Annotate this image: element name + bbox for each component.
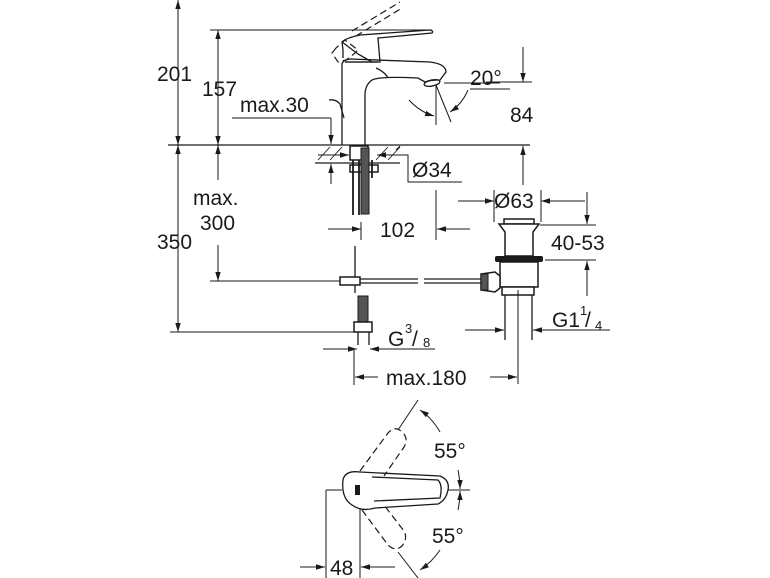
supply-connector xyxy=(353,295,373,345)
faucet-lever xyxy=(341,29,434,63)
label-55-degrees-top: 55° xyxy=(434,440,466,463)
label-g38-numerator: 3 xyxy=(405,321,412,336)
aerator xyxy=(423,78,441,88)
faucet-spout-inner xyxy=(375,67,389,79)
label-diameter-34: Ø34 xyxy=(412,159,452,182)
label-diameter-63: Ø63 xyxy=(494,190,534,213)
faucet-body xyxy=(341,58,447,145)
lever-top-view xyxy=(326,399,470,578)
dimension-102 xyxy=(328,190,470,240)
label-g1-slash: / xyxy=(585,309,591,332)
label-350: 350 xyxy=(157,231,192,254)
label-g1-numerator: 1 xyxy=(580,303,587,318)
supply-hose-braided xyxy=(360,147,370,215)
lever-rotated-right xyxy=(361,504,407,550)
dimension-40-53 xyxy=(540,192,596,296)
label-20-degrees: 20° xyxy=(470,67,502,90)
label-40-53: 40-53 xyxy=(551,232,605,255)
label-max180: max.180 xyxy=(386,367,467,390)
label-55-degrees-bottom: 55° xyxy=(432,525,464,548)
label-g1-denominator: 4 xyxy=(595,318,602,333)
lever-handle xyxy=(342,471,449,511)
dimension-max180 xyxy=(353,350,517,385)
label-84: 84 xyxy=(510,104,534,127)
popup-rod xyxy=(328,99,345,119)
label-48: 48 xyxy=(330,557,353,578)
label-300: 300 xyxy=(200,212,235,235)
dimension-157 xyxy=(210,29,432,145)
dimension-84 xyxy=(486,47,532,185)
label-201: 201 xyxy=(157,63,192,86)
dimension-max30 xyxy=(232,117,334,184)
label-g1-prefix: G1 xyxy=(552,309,580,332)
faucet-side-view xyxy=(168,1,530,164)
label-max30: max.30 xyxy=(240,94,309,117)
dimension-diameter-63 xyxy=(458,190,585,222)
label-102: 102 xyxy=(380,219,415,242)
lever-indicator xyxy=(355,485,360,495)
label-g38-slash: / xyxy=(412,328,418,351)
label-g38-prefix: G xyxy=(388,328,404,351)
popup-linkage xyxy=(339,246,482,293)
dimension-350 xyxy=(170,145,362,333)
label-max: max. xyxy=(193,187,239,210)
dimension-max300 xyxy=(210,145,340,282)
label-157: 157 xyxy=(202,78,237,101)
label-g38-denominator: 8 xyxy=(423,335,430,350)
dimension-48 xyxy=(300,490,395,578)
dimension-diameter-34 xyxy=(318,152,462,183)
waste-assembly xyxy=(480,218,543,384)
lever-rotated-left xyxy=(359,428,407,477)
fixing-assembly xyxy=(349,145,379,215)
waste-seal xyxy=(495,256,543,262)
